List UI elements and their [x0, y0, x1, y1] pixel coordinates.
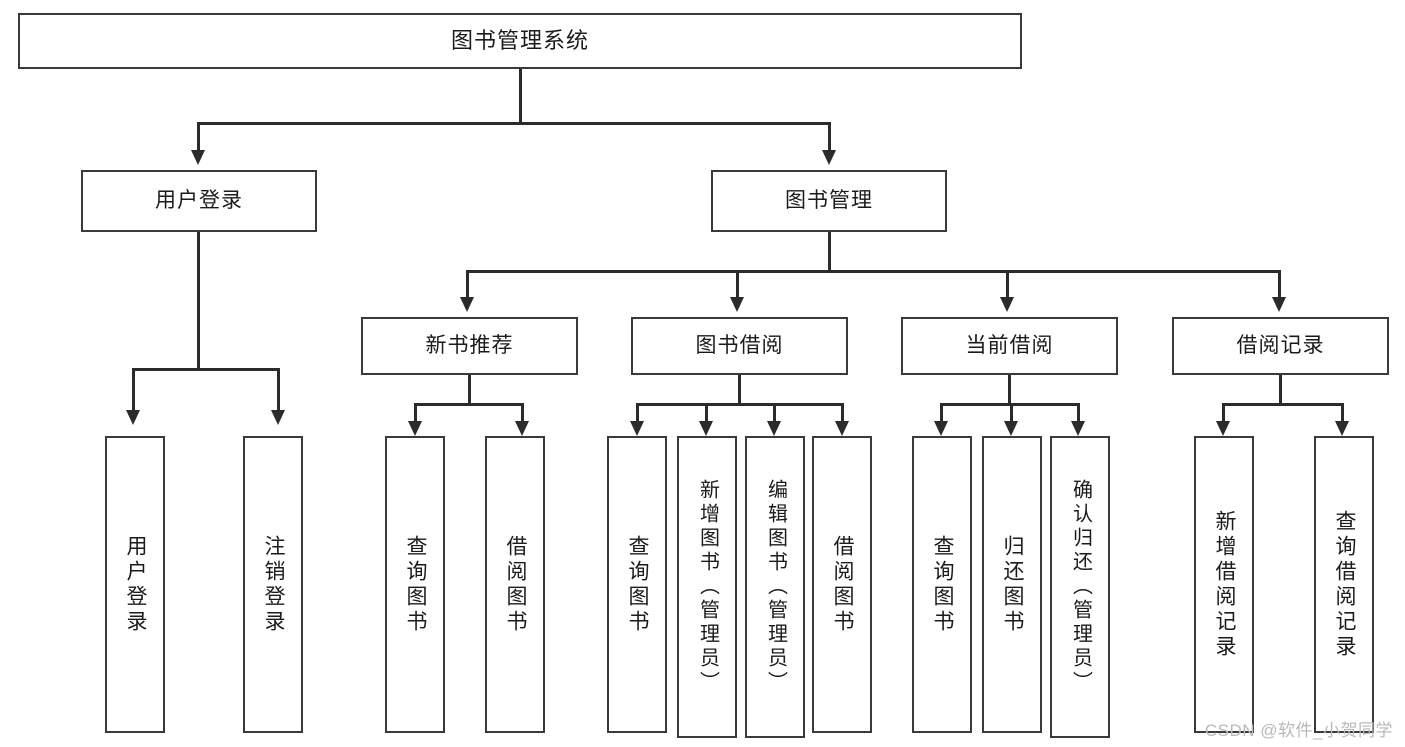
- node-label: 新增借阅记录: [1213, 509, 1237, 660]
- node-label: 查询图书: [626, 534, 650, 635]
- node-root-book-management-system[interactable]: 图书管理系统: [18, 13, 1022, 69]
- node-label: 用户登录: [155, 189, 243, 213]
- leaf-nb-query-book[interactable]: 查询图书: [385, 436, 445, 733]
- arrow-nb-query-book: [408, 421, 422, 436]
- node-new-book-recommend[interactable]: 新书推荐: [361, 317, 578, 375]
- node-borrow-records[interactable]: 借阅记录: [1172, 317, 1389, 375]
- connector-new-book-stem: [468, 375, 471, 405]
- connector-drop-book-management: [828, 122, 831, 150]
- node-label: 查询图书: [931, 534, 955, 635]
- leaf-cb-query-book[interactable]: 查询图书: [912, 436, 972, 733]
- leaf-bb-query-book[interactable]: 查询图书: [607, 436, 667, 733]
- leaf-user-login[interactable]: 用户登录: [105, 436, 165, 733]
- node-label: 图书管理系统: [450, 27, 589, 53]
- connector-drop-cb-confirm: [1077, 403, 1080, 421]
- node-label: 当前借阅: [965, 334, 1054, 358]
- arrow-nb-borrow-book: [515, 421, 529, 436]
- arrow-leaf-logout: [271, 410, 285, 425]
- connector-book-borrow-bus: [636, 403, 844, 406]
- arrow-book-management: [822, 150, 836, 165]
- connector-drop-nb-borrow: [521, 403, 524, 421]
- node-label: 图书管理: [785, 189, 873, 213]
- connector-book-management-stem: [828, 232, 831, 272]
- connector-book-management-bus: [466, 270, 1281, 273]
- connector-borrow-records-bus: [1222, 403, 1344, 406]
- node-label: 查询借阅记录: [1333, 509, 1357, 660]
- arrow-cb-query-book: [934, 421, 948, 436]
- node-label: 新书推荐: [425, 334, 514, 358]
- arrow-current-borrow: [1000, 297, 1014, 312]
- connector-user-login-stem: [197, 232, 200, 370]
- arrow-bb-borrow-book: [835, 421, 849, 436]
- arrow-cb-return-book: [1004, 421, 1018, 436]
- node-label: 查询图书: [404, 534, 428, 635]
- connector-drop-borrow-records: [1278, 270, 1281, 297]
- connector-drop-bb-edit: [773, 403, 776, 421]
- node-book-borrow[interactable]: 图书借阅: [631, 317, 848, 375]
- arrow-new-book-recommend: [460, 297, 474, 312]
- connector-drop-new-book: [466, 270, 469, 297]
- connector-drop-current-borrow: [1006, 270, 1009, 297]
- connector-drop-leaf-user-login: [132, 368, 135, 410]
- connector-drop-cb-query: [940, 403, 943, 421]
- leaf-nb-borrow-book[interactable]: 借阅图书: [485, 436, 545, 733]
- node-label: 新增图书（管理员）: [696, 479, 719, 695]
- connector-user-login-bus: [132, 368, 280, 371]
- node-label: 借阅图书: [504, 534, 528, 635]
- connector-borrow-records-stem: [1279, 375, 1282, 405]
- connector-drop-br-query: [1341, 403, 1344, 421]
- node-label: 注销登录: [262, 534, 286, 635]
- connector-drop-cb-return: [1010, 403, 1013, 421]
- watermark-text: CSDN @软件_小贺同学: [1204, 721, 1393, 740]
- connector-drop-bb-borrow: [841, 403, 844, 421]
- connector-drop-leaf-logout: [277, 368, 280, 410]
- node-label: 借阅记录: [1236, 334, 1325, 358]
- leaf-bb-borrow-book[interactable]: 借阅图书: [812, 436, 872, 733]
- arrow-br-add-record: [1216, 421, 1230, 436]
- arrow-br-query-record: [1335, 421, 1349, 436]
- connector-drop-nb-query: [414, 403, 417, 421]
- arrow-bb-add-book: [699, 421, 713, 436]
- leaf-bb-add-book[interactable]: 新增图书（管理员）: [677, 436, 737, 738]
- arrow-cb-confirm-return: [1071, 421, 1085, 436]
- leaf-bb-edit-book[interactable]: 编辑图书（管理员）: [745, 436, 805, 738]
- leaf-br-query-record[interactable]: 查询借阅记录: [1314, 436, 1374, 733]
- node-label: 归还图书: [1001, 534, 1025, 635]
- arrow-book-borrow: [730, 297, 744, 312]
- arrow-borrow-records: [1272, 297, 1286, 312]
- leaf-br-add-record[interactable]: 新增借阅记录: [1194, 436, 1254, 733]
- connector-root-bus: [197, 122, 831, 125]
- node-label: 借阅图书: [831, 534, 855, 635]
- leaf-cb-return-book[interactable]: 归还图书: [982, 436, 1042, 733]
- connector-root-stem: [519, 69, 522, 124]
- connector-current-borrow-stem: [1008, 375, 1011, 405]
- arrow-leaf-user-login: [126, 410, 140, 425]
- arrow-user-login: [191, 150, 205, 165]
- leaf-logout[interactable]: 注销登录: [243, 436, 303, 733]
- node-book-management[interactable]: 图书管理: [711, 170, 947, 232]
- node-user-login[interactable]: 用户登录: [81, 170, 317, 232]
- connector-book-borrow-stem: [738, 375, 741, 405]
- node-label: 确认归还（管理员）: [1069, 479, 1092, 695]
- node-label: 图书借阅: [695, 334, 784, 358]
- connector-drop-user-login: [197, 122, 200, 150]
- node-label: 编辑图书（管理员）: [764, 479, 787, 695]
- arrow-bb-edit-book: [767, 421, 781, 436]
- connector-drop-br-add: [1222, 403, 1225, 421]
- connector-new-book-bus: [414, 403, 524, 406]
- arrow-bb-query-book: [630, 421, 644, 436]
- connector-drop-bb-add: [705, 403, 708, 421]
- node-current-borrow[interactable]: 当前借阅: [901, 317, 1118, 375]
- connector-drop-bb-query: [636, 403, 639, 421]
- connector-drop-book-borrow: [736, 270, 739, 297]
- node-label: 用户登录: [124, 534, 148, 635]
- leaf-cb-confirm-return[interactable]: 确认归还（管理员）: [1050, 436, 1110, 738]
